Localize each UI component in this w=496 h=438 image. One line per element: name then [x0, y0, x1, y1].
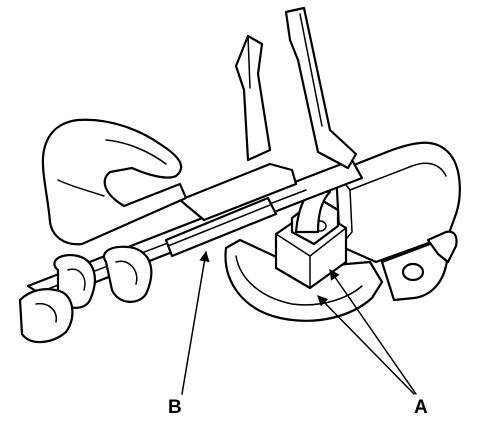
hand: [18, 118, 188, 344]
brushes: [274, 188, 348, 290]
callout-label-a: A: [414, 397, 428, 418]
callout-label-b: B: [168, 397, 182, 418]
brush-holder-housing: [224, 141, 461, 322]
leader-arrows-icon: [317, 269, 417, 395]
leader-arrow-icon: [181, 250, 210, 395]
